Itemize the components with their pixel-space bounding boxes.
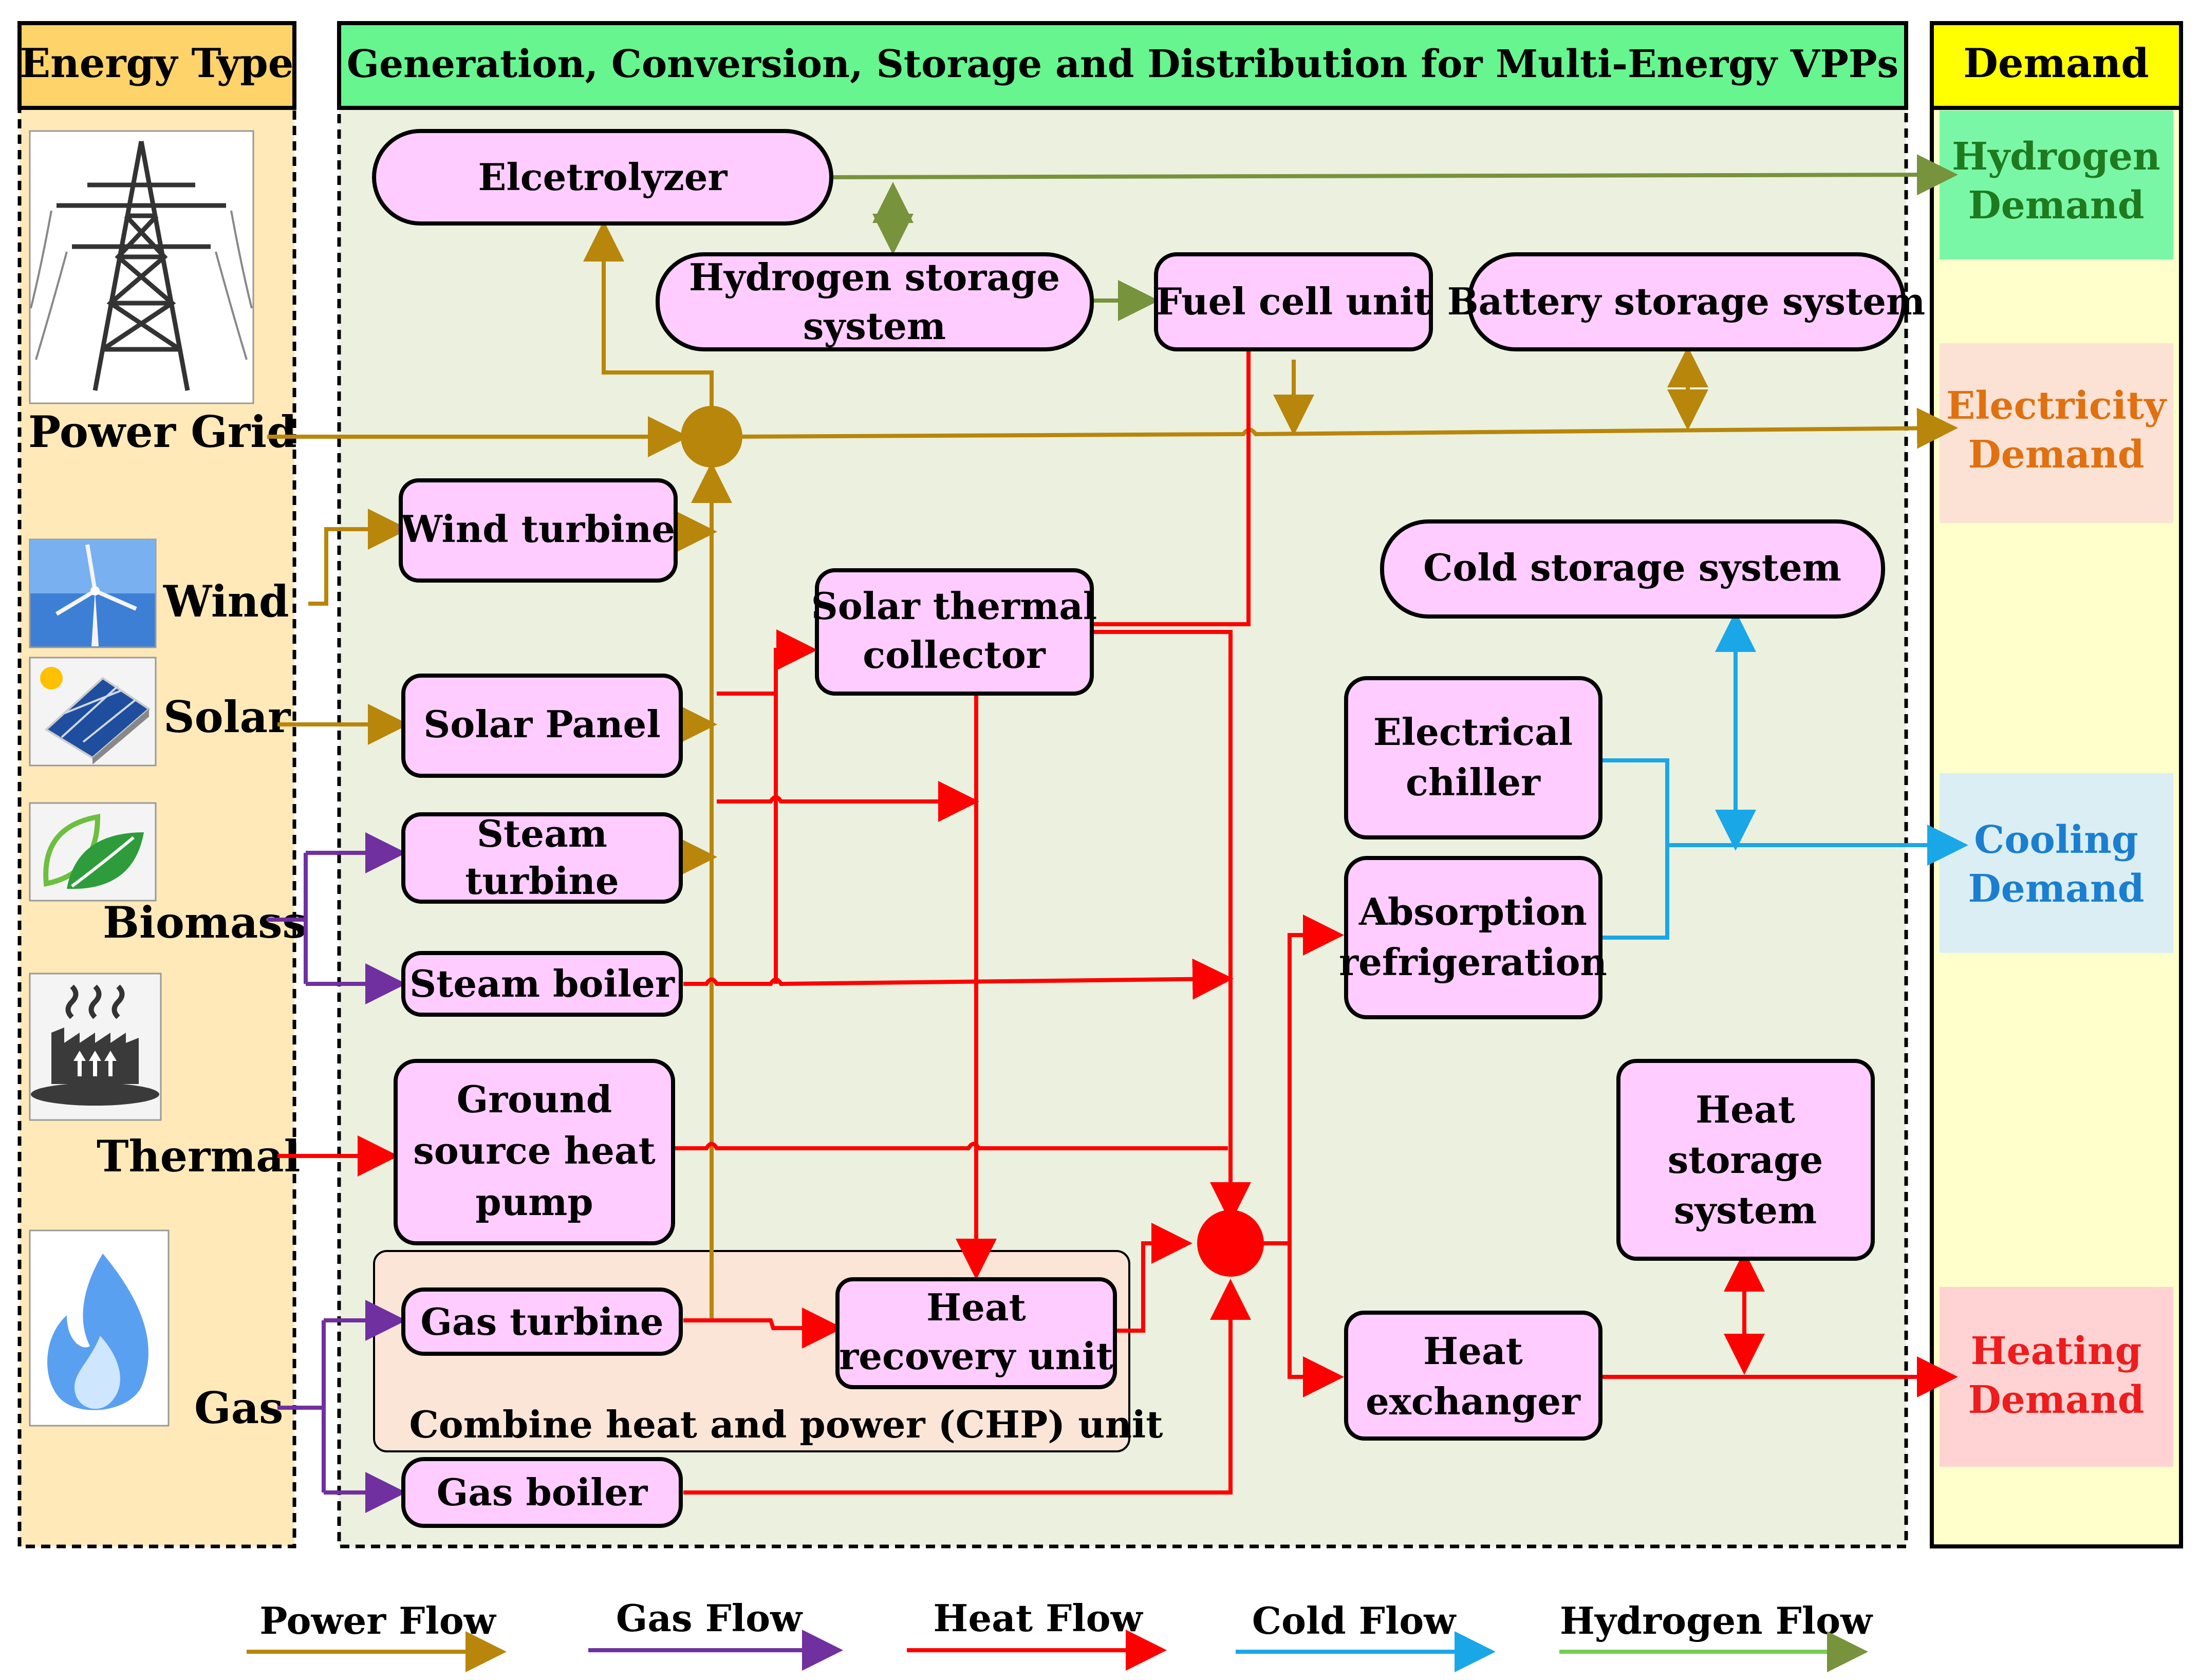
power-bus-node [681,406,742,468]
electrical-chiller-box [1344,676,1602,839]
heat-storage-label-2: storage [1668,1138,1823,1182]
heat-exchanger-label-1: Heat [1423,1329,1523,1373]
solar-thermal-box [815,568,1094,696]
cold-storage-box [1380,519,1885,619]
solar-panel-box [401,674,683,778]
demand-header [1930,21,2183,110]
heat-bus-node [1197,1210,1264,1277]
steam-turbine-box [401,812,683,904]
legend-heat-label: Heat Flow [933,1596,1143,1640]
steam-turbine-label-2: turbine [465,859,619,903]
electrolyzer-label: Elcetrolyzer [478,155,728,199]
solar-panel-label: Solar Panel [423,702,660,746]
gas-turbine-label: Gas turbine [420,1300,663,1343]
wind-turbine-label: Wind turbine [400,507,675,551]
electrolyzer-box [372,129,833,226]
heat-exchanger-box [1344,1311,1602,1441]
gas-boiler-label: Gas boiler [437,1470,648,1514]
main-title: Generation, Conversion, Storage and Dist… [347,42,1898,86]
hydrogen-demand-label-2: Demand [1968,183,2144,228]
heat-recovery-label-2: recovery unit [839,1334,1113,1378]
electricity-demand-label-2: Demand [1968,433,2144,477]
heating-demand-label-1: Heating [1971,1329,2142,1373]
transmission-tower-icon [29,130,254,404]
thermal-label: Thermal [97,1131,301,1182]
solar-thermal-label-2: collector [863,633,1046,677]
hydrogen-storage-box [656,252,1094,351]
thermal-plant-icon [29,973,162,1121]
absorption-label-1: Absorption [1358,890,1587,934]
fuel-cell-box [1154,252,1433,351]
cooling-demand-label-1: Cooling [1974,818,2138,862]
absorption-refrigeration-box [1344,856,1602,1019]
electrical-chiller-label-2: chiller [1406,760,1541,804]
energy-type-title: Energy Type [20,40,294,87]
wind-turbine-icon [29,538,157,648]
hydrogen-storage-label-2: system [803,304,946,348]
legend-hydrogen-label: Hydrogen Flow [1560,1599,1873,1642]
electrical-chiller-label-1: Electrical [1373,710,1573,754]
heating-demand-box [1940,1287,2173,1467]
solar-panel-icon [29,657,157,767]
steam-boiler-box [401,951,683,1017]
legend-gas-label: Gas Flow [616,1596,803,1640]
wind-turbine-box [399,478,678,583]
solar-label: Solar [163,692,291,742]
main-header [337,21,1908,110]
ground-source-label-2: source heat [413,1129,656,1172]
electricity-demand-box [1940,343,2173,523]
cold-storage-label: Cold storage system [1423,546,1841,589]
heat-storage-box [1616,1059,1875,1261]
cooling-demand-box [1940,773,2173,953]
absorption-label-2: refrigeration [1339,940,1607,984]
ground-source-label-1: Ground [457,1077,612,1121]
steam-turbine-label-1: Steam [477,812,607,855]
heat-exchanger-label-2: exchanger [1366,1379,1581,1423]
legend: Power Flow Gas Flow Heat Flow Cold Flow … [247,1596,1873,1672]
ground-source-label-3: pump [475,1180,593,1224]
heat-storage-label-3: system [1674,1188,1817,1232]
electricity-demand-label-1: Electricity [1946,384,2167,428]
gas-flame-icon [29,1229,170,1427]
heat-recovery-label-1: Heat [926,1285,1026,1329]
battery-storage-box [1467,252,1906,351]
heat-storage-label-1: Heat [1695,1088,1795,1131]
demand-title: Demand [1963,40,2149,87]
hydrogen-demand-label-1: Hydrogen [1952,135,2160,179]
hydrogen-demand-box [1940,110,2173,259]
battery-storage-label: Battery storage system [1447,279,1925,323]
fuel-cell-label: Fuel cell unit [1156,279,1430,323]
heating-demand-label-2: Demand [1968,1378,2144,1422]
gas-label: Gas [194,1383,283,1433]
power-grid-label: Power Grid [28,406,297,457]
chp-unit-label: Combine heat and power (CHP) unit [409,1403,1163,1446]
energy-type-header [17,21,296,110]
legend-power-label: Power Flow [259,1599,497,1642]
ground-source-heat-pump-box [394,1059,675,1245]
biomass-leaf-icon [29,802,157,902]
gas-turbine-box [401,1287,683,1356]
steam-boiler-label: Steam boiler [409,962,675,1005]
legend-cold-label: Cold Flow [1252,1599,1457,1642]
hydrogen-storage-label-1: Hydrogen storage [689,255,1060,299]
gas-boiler-box [401,1457,683,1528]
heat-recovery-box [835,1277,1117,1389]
cooling-demand-label-2: Demand [1968,867,2144,911]
biomass-label: Biomass [103,897,307,948]
solar-thermal-label-1: Solar thermal [811,584,1097,628]
wind-label: Wind [163,576,289,627]
